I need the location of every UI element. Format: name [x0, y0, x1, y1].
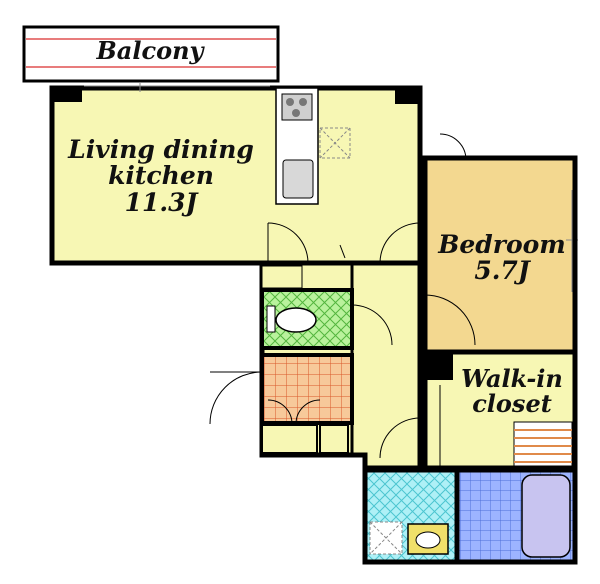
kitchen-counter	[275, 87, 351, 205]
vanity-sink-icon	[407, 523, 449, 555]
walk-in-closet-label: Walk-in closet	[452, 364, 572, 419]
ldk-label-line2: kitchen	[108, 161, 214, 191]
walk-in-closet	[422, 349, 578, 471]
ldk-label-line1: Living dining	[68, 135, 254, 164]
living-dining-kitchen-label: Living dining kitchen 11.3J	[58, 135, 264, 217]
bedroom-label: Bedroom 5.7J	[432, 230, 572, 286]
entrance	[209, 353, 354, 454]
stove-burner-icon	[286, 98, 294, 106]
toilet-icon	[275, 307, 317, 333]
bedroom-size: 5.7J	[474, 256, 530, 286]
balcony-label: Balcony	[96, 36, 204, 65]
fridge-space	[319, 127, 351, 159]
stove-burner-icon	[299, 98, 307, 106]
stove-burner-icon	[292, 109, 300, 117]
sink-icon	[282, 159, 314, 199]
bedroom-label-text: Bedroom	[438, 230, 566, 259]
washroom	[362, 467, 460, 565]
walk-in-closet-line2: closet	[472, 389, 552, 419]
walk-in-closet-line1: Walk-in	[461, 364, 563, 393]
balcony	[22, 25, 280, 83]
bathtub-icon	[521, 474, 571, 558]
toilet-room	[260, 265, 354, 350]
bathroom	[454, 467, 578, 565]
ldk-size: 11.3J	[124, 187, 198, 217]
